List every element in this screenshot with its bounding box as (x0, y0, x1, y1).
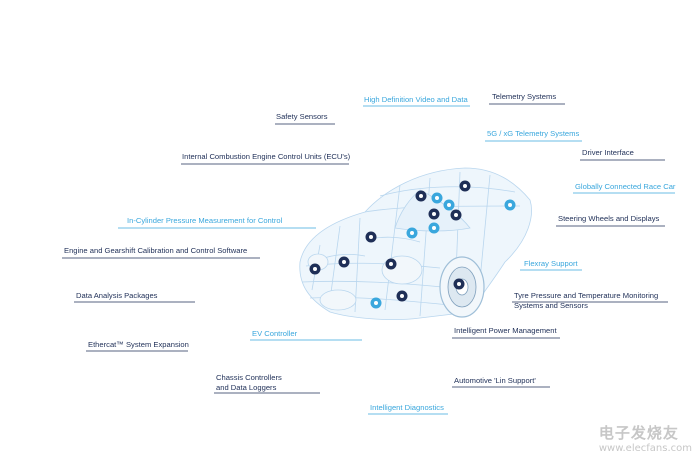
marker-cylinder-pressure (406, 227, 418, 239)
label-tyre-pressure: Tyre Pressure and Temperature Monitoring… (514, 291, 659, 310)
label-flexray: Flexray Support (524, 259, 578, 268)
marker-power-mgmt (396, 290, 408, 302)
marker-driver-interface (428, 208, 440, 220)
label-ethercat: Ethercat™ System Expansion (88, 340, 189, 349)
label-power-management: Intelligent Power Management (454, 326, 557, 335)
marker-ethercat (385, 258, 397, 270)
label-driver-interface: Driver Interface (582, 148, 634, 157)
label-safety-sensors: Safety Sensors (276, 112, 328, 121)
label-data-analysis: Data Analysis Packages (76, 291, 158, 300)
marker-safety-sensors (415, 190, 427, 202)
marker-ev-controller (428, 222, 440, 234)
label-ev-controller: EV Controller (252, 329, 298, 338)
watermark-url: www.elecfans.com (598, 443, 692, 454)
label-telemetry-systems: Telemetry Systems (492, 92, 557, 101)
marker-hd-video (431, 192, 443, 204)
label-chassis-controllers: Chassis Controllers and Data Loggers (216, 373, 282, 392)
marker-tyre (453, 278, 465, 290)
marker-diagnostics (370, 297, 382, 309)
marker-5g (443, 199, 455, 211)
marker-telemetry-systems (459, 180, 471, 192)
marker-steering (450, 209, 462, 221)
label-hd-video-data: High Definition Video and Data (364, 95, 468, 104)
marker-ice-ecu (365, 231, 377, 243)
label-connected-race-car: Globally Connected Race Car (575, 182, 676, 191)
label-lin-support: Automotive 'Lin Support' (454, 376, 536, 385)
label-5g-telemetry: 5G / xG Telemetry Systems (487, 129, 580, 138)
marker-engine-gearshift (338, 256, 350, 268)
marker-data-analysis (309, 263, 321, 275)
label-steering-wheels: Steering Wheels and Displays (558, 214, 660, 223)
label-intelligent-diagnostics: Intelligent Diagnostics (370, 403, 444, 412)
label-cylinder-pressure: In-Cylinder Pressure Measurement for Con… (127, 216, 283, 225)
watermark-logo: 电子发烧友 www.elecfans.com (599, 422, 692, 454)
label-engine-gearshift: Engine and Gearshift Calibration and Con… (64, 246, 248, 255)
marker-connected-car (504, 199, 516, 211)
label-ice-ecu: Internal Combustion Engine Control Units… (182, 152, 351, 161)
watermark-text: 电子发烧友 (598, 424, 679, 442)
car-illustration (299, 167, 532, 321)
